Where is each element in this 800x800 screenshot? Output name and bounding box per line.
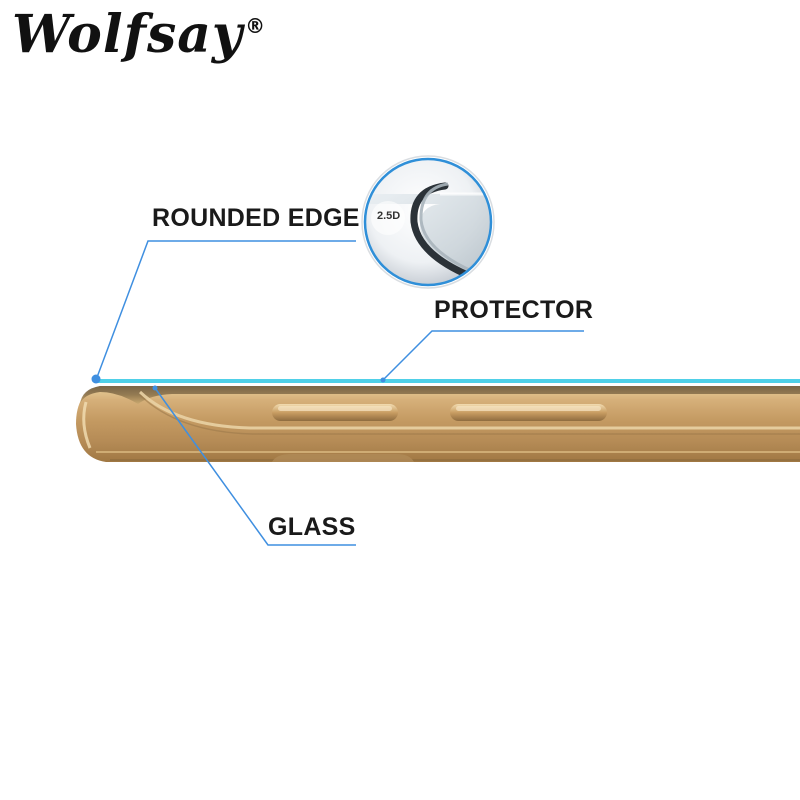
leader-glass <box>152 385 356 546</box>
brand-logo: Wolfsay® <box>12 4 267 65</box>
leader-rounded-edge <box>91 240 356 384</box>
phone-body <box>76 386 800 462</box>
volume-button-up <box>272 404 398 421</box>
rounded-edge-inset <box>361 155 495 289</box>
callout-protector: PROTECTOR <box>434 296 594 324</box>
brand-name: Wolfsay <box>12 4 244 65</box>
callout-glass: GLASS <box>268 513 356 541</box>
leader-protector <box>380 330 584 383</box>
callout-rounded-edge: ROUNDED EDGE <box>152 204 360 232</box>
volume-button-down <box>450 404 607 421</box>
lower-port-detail <box>272 454 414 462</box>
registered-mark: ® <box>245 14 267 38</box>
inset-edge-label: 2.5D <box>377 210 401 222</box>
